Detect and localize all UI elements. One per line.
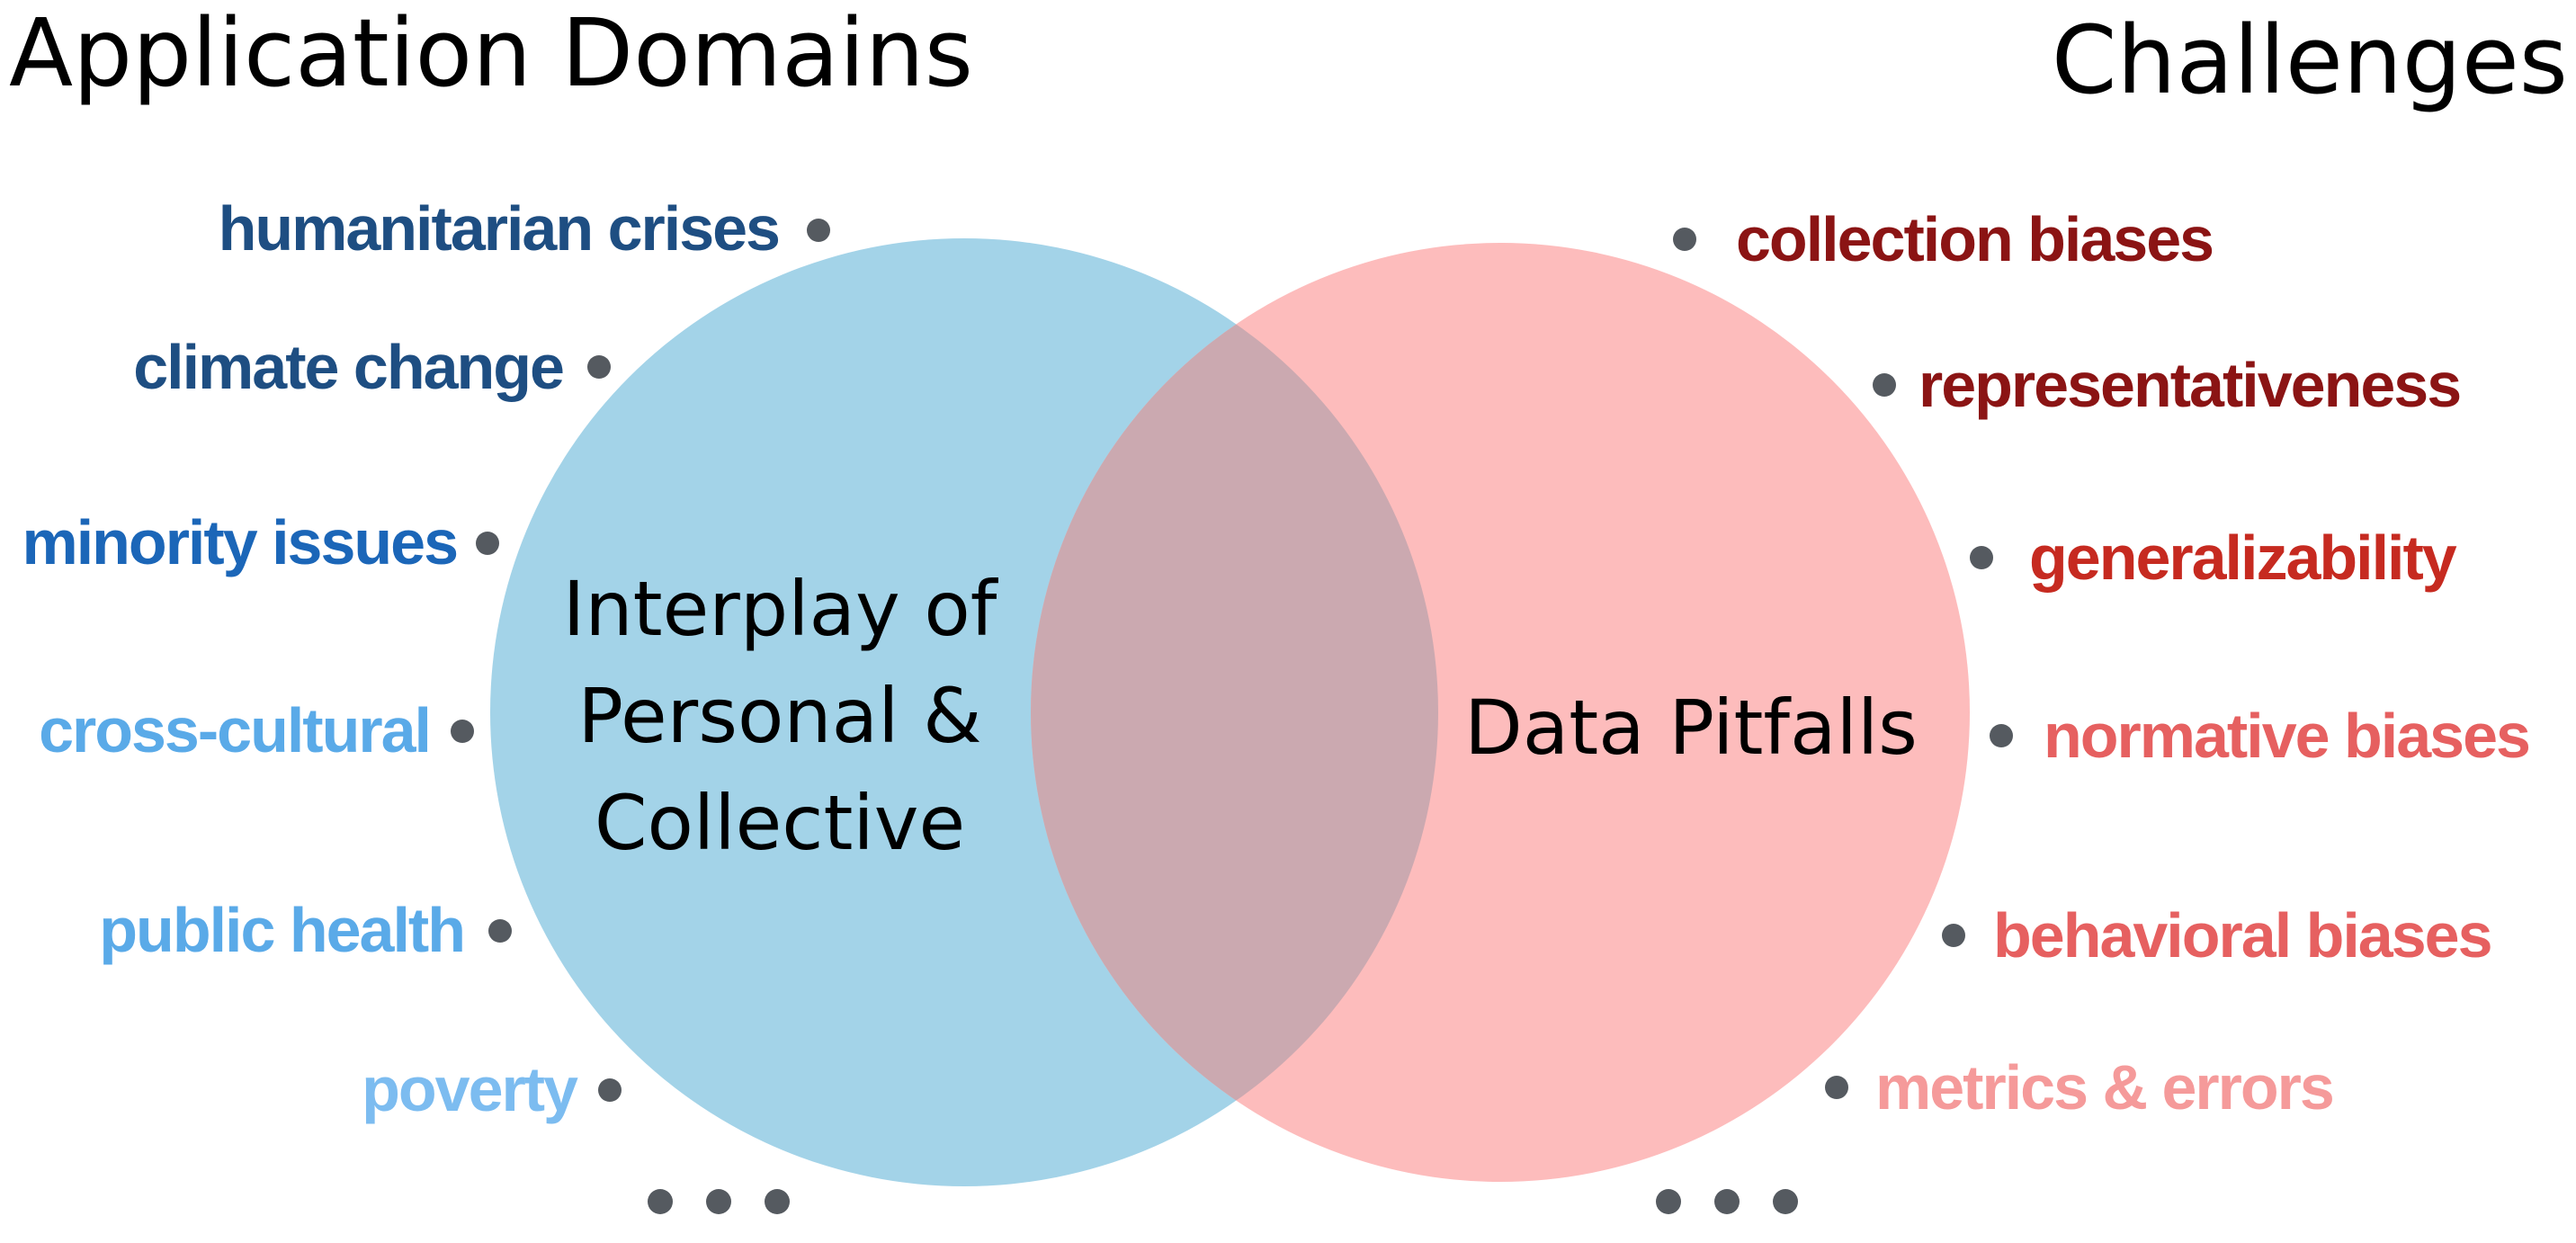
- challenge-list: collection biases representativeness gen…: [1673, 204, 2531, 1122]
- circle-label-line-2: Personal &: [577, 672, 981, 760]
- bullet-icon: [476, 532, 499, 555]
- challenge-item: normative biases: [2044, 701, 2529, 771]
- bullet-icon: [1970, 546, 1993, 569]
- challenge-item: metrics & errors: [1875, 1052, 2333, 1122]
- bullet-icon: [1942, 924, 1965, 947]
- circle-label-line-3: Collective: [595, 779, 965, 867]
- challenge-item: collection biases: [1736, 204, 2213, 274]
- domain-item: humanitarian crises: [219, 193, 779, 264]
- domain-item: poverty: [362, 1054, 578, 1124]
- bullet-icon: [807, 219, 830, 242]
- overlap-region: [1031, 243, 1438, 1182]
- bullet-icon: [1873, 373, 1896, 397]
- domain-item: minority issues: [22, 507, 457, 577]
- bullet-icon: [488, 919, 512, 943]
- domain-item: climate change: [133, 332, 563, 402]
- bullet-icon: [1990, 724, 2013, 747]
- bullet-icon: [451, 720, 474, 743]
- challenge-item: representativeness: [1919, 350, 2460, 420]
- domain-ellipsis-icon: [648, 1189, 790, 1214]
- bullet-icon: [587, 355, 611, 379]
- domain-item: public health: [99, 895, 464, 965]
- circle-label-line-1: Interplay of: [563, 565, 999, 653]
- data-pitfalls-label: Data Pitfalls: [1464, 684, 1918, 772]
- challenge-ellipsis-icon: [1656, 1189, 1798, 1214]
- bullet-icon: [598, 1078, 622, 1102]
- domain-list: humanitarian crises climate change minor…: [22, 193, 830, 1124]
- challenge-item: generalizability: [2029, 523, 2457, 593]
- heading-application-domains: Application Domains: [9, 0, 973, 108]
- challenge-item: behavioral biases: [1993, 900, 2491, 970]
- bullet-icon: [1673, 228, 1696, 251]
- bullet-icon: [1825, 1076, 1848, 1099]
- domain-item: cross-cultural: [39, 695, 430, 765]
- heading-challenges: Challenges: [2052, 5, 2568, 115]
